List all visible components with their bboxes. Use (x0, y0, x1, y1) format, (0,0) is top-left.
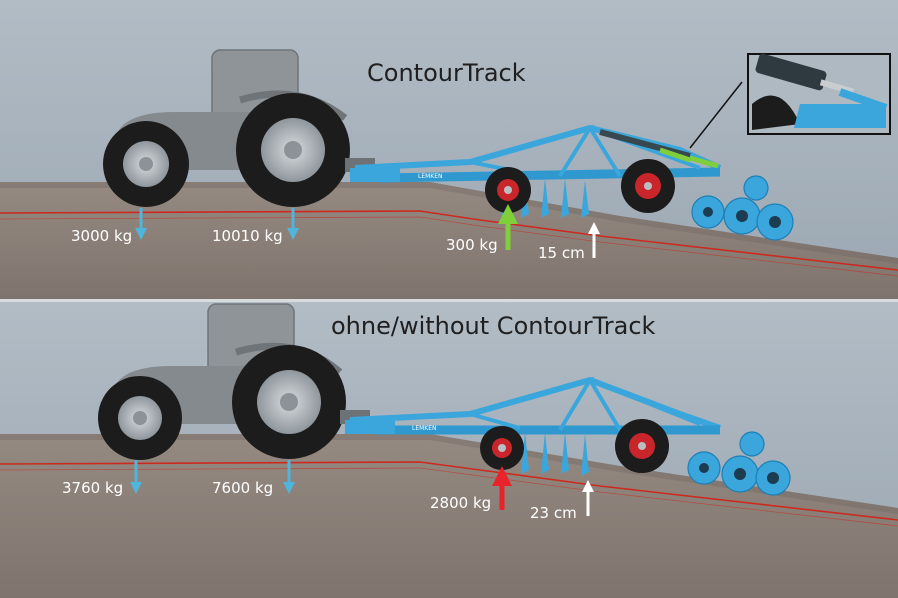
front-axle-load-label: 3760 kg (62, 479, 123, 497)
panel-title: ohne/without ContourTrack (331, 312, 656, 340)
field-ground (0, 434, 898, 598)
depth-wheel-load-label: 300 kg (446, 236, 498, 254)
lemken-cultivator: LEMKEN (350, 124, 794, 241)
front-axle-load-label: 3000 kg (71, 227, 132, 245)
panel-title: ContourTrack (367, 59, 526, 87)
depth-wheel-load-label: 2800 kg (430, 494, 491, 512)
panel-divider (0, 299, 898, 302)
working-depth-label: 23 cm (530, 504, 577, 522)
inset-hydraulic-cylinder (755, 53, 827, 91)
working-depth-label: 15 cm (538, 244, 585, 262)
panel-with-contourtrack: LEMKEN ContourTrack 3000 kg 10010 kg 300… (0, 0, 898, 299)
brand-label: LEMKEN (418, 173, 443, 180)
brand-label: LEMKEN (412, 425, 437, 432)
contourtrack-detail-inset (689, 53, 891, 149)
rear-axle-load-label: 7600 kg (212, 479, 273, 497)
rear-axle-load-label: 10010 kg (212, 227, 283, 245)
panel-without-contourtrack: LEMKEN ohne/without ContourTrack 3760 kg… (0, 302, 898, 598)
contourtrack-spring-highlight (659, 147, 719, 169)
soil-contour-line (0, 210, 898, 271)
lemken-cultivator: LEMKEN (345, 376, 791, 496)
tractor (98, 303, 370, 460)
soil-contour-line (0, 461, 898, 521)
hydraulic-cylinder (599, 129, 691, 159)
tractor (103, 49, 375, 207)
